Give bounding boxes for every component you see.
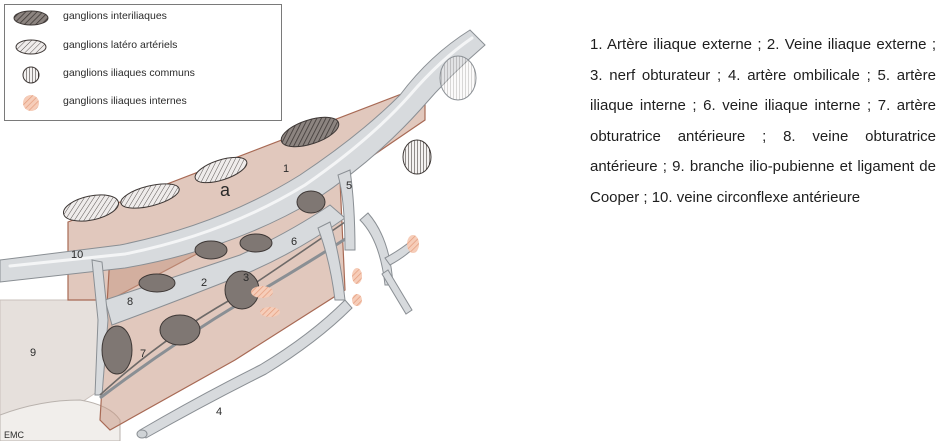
structure-number-6: 6 bbox=[291, 236, 297, 248]
node-obturator-2 bbox=[160, 315, 200, 345]
region-label-a: a bbox=[220, 180, 231, 200]
signature: EMC bbox=[4, 430, 25, 440]
node-internal-iliac-4 bbox=[251, 286, 273, 298]
iliac-branch-right-3 bbox=[382, 270, 412, 314]
node-vein-2 bbox=[195, 241, 227, 259]
structure-number-4: 4 bbox=[216, 406, 222, 418]
legend-label: ganglions interiliaques bbox=[63, 10, 167, 22]
legend-item-latero-arterial: ganglions latéro artériels bbox=[5, 36, 281, 58]
node-common-iliac bbox=[403, 140, 431, 174]
legend-item-interiliac: ganglions interiliaques bbox=[5, 7, 281, 29]
node-internal-iliac-1 bbox=[407, 235, 419, 253]
legend-label: ganglions iliaques internes bbox=[63, 95, 187, 107]
node-vein-4 bbox=[297, 191, 325, 213]
legend-label: ganglions latéro artériels bbox=[63, 39, 177, 51]
structure-number-8: 8 bbox=[127, 296, 133, 308]
structure-number-3: 3 bbox=[243, 272, 249, 284]
node-internal-iliac-3 bbox=[352, 294, 362, 306]
legend-item-common-iliac: ganglions iliaques communs bbox=[5, 64, 281, 86]
node-vein-1 bbox=[139, 274, 175, 292]
legend-item-internal-iliac: ganglions iliaques internes bbox=[5, 92, 281, 114]
node-internal-iliac-2 bbox=[352, 268, 362, 284]
structure-number-9: 9 bbox=[30, 347, 36, 359]
structure-number-5: 5 bbox=[346, 180, 352, 192]
structure-number-1: 1 bbox=[283, 163, 289, 175]
figure-caption: 1. Artère iliaque externe ; 2. Veine ili… bbox=[590, 30, 936, 213]
structure-number-10: 10 bbox=[71, 249, 83, 261]
umbilical-artery-end bbox=[137, 430, 147, 438]
legend-box: ganglions interiliaques ganglions latéro… bbox=[4, 4, 282, 121]
vertical-hatched-oval-icon bbox=[11, 66, 55, 84]
structure-number-2: 2 bbox=[201, 277, 207, 289]
node-external-iliac-overlay bbox=[440, 56, 476, 100]
dark-hatched-oval-icon bbox=[11, 9, 55, 27]
legend-label: ganglions iliaques communs bbox=[63, 67, 195, 79]
light-hatched-oval-icon bbox=[11, 38, 55, 56]
pink-dotted-oval-icon bbox=[11, 94, 55, 112]
structure-number-7: 7 bbox=[140, 348, 146, 360]
node-vein-3 bbox=[240, 234, 272, 252]
node-obturator-1 bbox=[102, 326, 132, 374]
node-internal-iliac-5 bbox=[260, 307, 280, 317]
